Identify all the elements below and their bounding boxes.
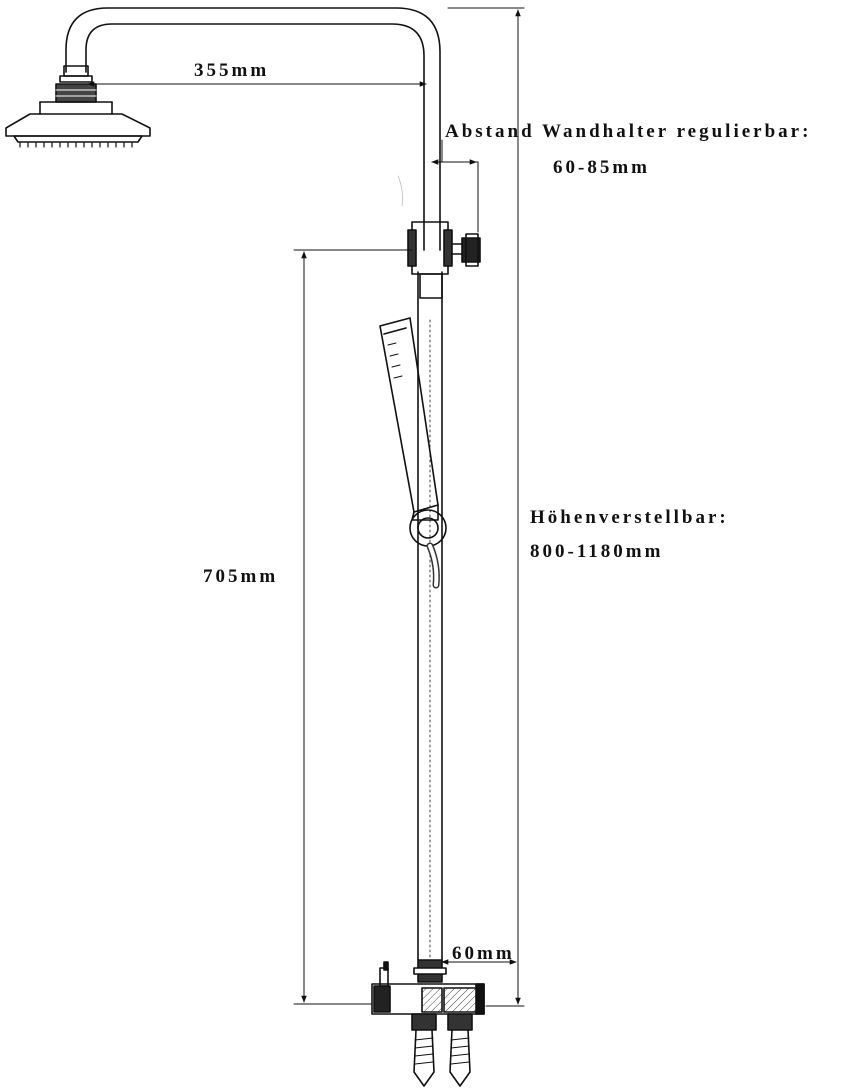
height-adjust-range: 800-1180mm xyxy=(530,541,664,562)
dimension-lower-height xyxy=(293,249,413,1005)
hand-shower-holder xyxy=(409,509,447,589)
overhead-arm xyxy=(65,7,441,251)
rain-shower-head xyxy=(5,65,151,148)
dimension-bracket-distance xyxy=(431,139,479,233)
hand-shower xyxy=(379,317,439,521)
riser-pipe xyxy=(417,271,443,961)
bracket-distance-range: 60-85mm xyxy=(553,157,650,178)
dimension-total-height xyxy=(447,7,525,1007)
construction-marks xyxy=(397,175,403,207)
lower-height-label: 705mm xyxy=(203,566,279,587)
mixer-valve xyxy=(371,959,485,1087)
height-adjust-title: Höhenverstellbar: xyxy=(530,507,729,528)
bracket-distance-title: Abstand Wandhalter regulierbar: xyxy=(445,121,812,142)
wall-bracket xyxy=(407,221,481,299)
mixer-spacing-label: 60mm xyxy=(452,943,515,964)
arm-length-label: 355mm xyxy=(194,60,270,81)
